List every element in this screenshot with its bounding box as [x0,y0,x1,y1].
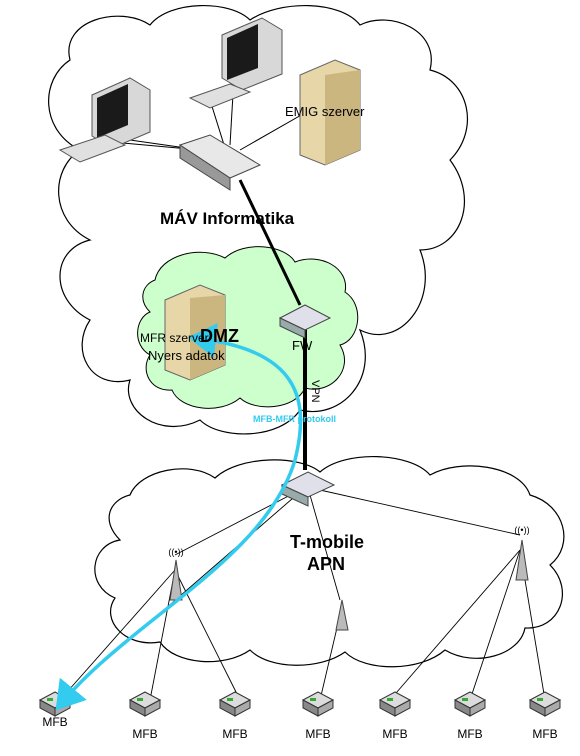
antenna-right-icon: ((•)) [514,525,530,581]
fw-label: FW [292,338,313,353]
mfb-label: MFB [222,727,247,741]
protocol-link-upper [188,323,303,461]
mfb-device-icon [218,691,252,717]
mfb-label: MFB [132,727,157,741]
backbone-link [238,179,302,306]
mfb-device-icon [301,691,335,717]
workstation-top-icon [188,17,283,109]
apn-router-icon [280,471,336,507]
switch-icon [178,134,262,191]
mfr-data-label: Nyers adatok [148,348,225,363]
workstation-left-icon [58,77,151,163]
mfb-device-icon [128,691,162,717]
mfb-device-icon [453,691,487,717]
mav-informatika-label: MÁV Informatika [160,209,295,228]
tmobile-label: T-mobile [290,532,364,552]
antenna-middle-icon [335,599,349,631]
mfb-device-icon [528,691,562,717]
svg-text:((•)): ((•)) [168,547,183,557]
dmz-label: DMZ [200,326,239,346]
mfb-label: MFB [42,715,67,729]
svg-text:((•)): ((•)) [514,525,529,535]
mfb-device-icon [378,691,412,717]
mfb-label: MFB [457,727,482,741]
vpn-label: VPN [309,380,321,403]
mfb-devices: MFB MFB MFB MFB MFB MFB MFB [38,691,562,741]
protocol-label: MFB-MFR protokoll [253,414,336,424]
protocol-link [55,459,297,711]
mfb-label: MFB [382,727,407,741]
firewall-router-icon [278,304,332,339]
mfb-label: MFB [305,727,330,741]
emig-server-label: EMIG szerver [285,104,365,119]
mfb-label: MFB [532,727,557,741]
emig-server-icon [299,59,361,166]
mfr-server-label: MFR szerver [140,331,209,345]
apn-label: APN [307,554,345,574]
